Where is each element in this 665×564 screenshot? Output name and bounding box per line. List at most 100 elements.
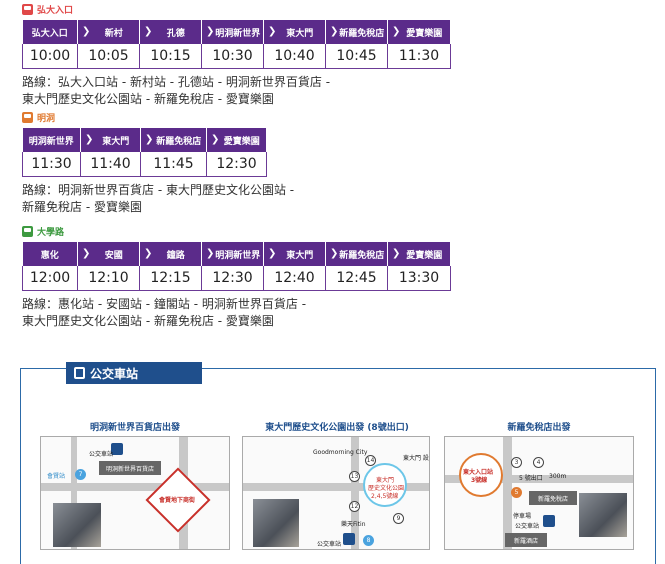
arrow-icon: ❯	[82, 25, 91, 37]
stop-header: 惠化	[22, 242, 78, 266]
stop-header: ❯新羅免稅店	[140, 128, 207, 152]
timetable: 弘大入口 ❯新村 ❯孔德 ❯明洞新世界 ❯東大門 ❯新羅免稅店 ❯愛寶樂園 10…	[22, 20, 451, 69]
time-cell: 12:10	[77, 266, 140, 291]
shilla-label: 新羅免稅店	[529, 491, 577, 505]
map-dongdaemun: Goodmorning City 東大門 設計廣場 14 13 12 9 東大門…	[242, 436, 430, 550]
route-description: 路線：惠化站 - 安國站 - 鐘閣站 - 明洞新世界百貨店 - 東大門歷史文化公…	[22, 296, 307, 328]
exit-label: 5 號出口	[519, 475, 543, 482]
route-daehakro: 大學路 惠化 ❯安國 ❯鐘路 ❯明洞新世界 ❯東大門 ❯新羅免稅店 ❯愛寶樂園 …	[22, 224, 451, 330]
bus-stop-label: 公交車站	[89, 451, 114, 458]
arrow-icon: ❯	[145, 133, 154, 145]
stop-header: 明洞新世界	[22, 128, 81, 152]
timetable: 惠化 ❯安國 ❯鐘路 ❯明洞新世界 ❯東大門 ❯新羅免稅店 ❯愛寶樂園 12:0…	[22, 242, 451, 291]
time-cell: 10:05	[77, 44, 140, 69]
route-name: 弘大入口	[37, 5, 74, 16]
goodmorning-label: Goodmorning City	[313, 449, 368, 456]
stop-header: ❯安國	[77, 242, 140, 266]
exit-12: 12	[349, 501, 360, 512]
arrow-icon: ❯	[144, 25, 153, 37]
timetable: 明洞新世界 ❯東大門 ❯新羅免稅店 ❯愛寶樂園 11:30 11:40 11:4…	[22, 128, 267, 177]
route-hongik: 弘大入口 弘大入口 ❯新村 ❯孔德 ❯明洞新世界 ❯東大門 ❯新羅免稅店 ❯愛寶…	[22, 2, 451, 108]
route-title: 大學路	[22, 224, 451, 238]
bus-stop-tab: 公交車站	[66, 362, 202, 384]
route-title: 弘大入口	[22, 2, 451, 16]
bus-icon	[74, 367, 85, 379]
exit-13: 13	[349, 471, 360, 482]
arrow-icon: ❯	[330, 25, 339, 37]
time-cell: 11:30	[22, 152, 81, 177]
center-marker	[363, 463, 407, 507]
underground-label: 會賢地下商街	[159, 497, 196, 504]
arrow-icon: ❯	[82, 247, 91, 259]
stop-header: ❯孔德	[139, 20, 202, 44]
exit-9: 9	[393, 513, 404, 524]
bus-icon	[22, 111, 33, 123]
time-cell: 10:00	[22, 44, 78, 69]
arrow-icon: ❯	[206, 247, 215, 259]
center-label: 東大門	[376, 477, 395, 484]
arrow-icon: ❯	[392, 25, 401, 37]
stop-header: ❯明洞新世界	[201, 20, 264, 44]
time-cell: 12:45	[325, 266, 388, 291]
stop-header: ❯新羅免稅店	[325, 20, 388, 44]
stop-title: 東大門歷史文化公園出發 (8號出口)	[265, 423, 409, 433]
time-cell: 11:45	[140, 152, 207, 177]
route-name: 大學路	[37, 227, 65, 238]
bus-stop-icon	[543, 515, 555, 527]
stop-header: ❯愛寶樂園	[387, 20, 451, 44]
arrow-icon: ❯	[268, 25, 277, 37]
time-cell: 11:40	[80, 152, 141, 177]
time-cell: 10:30	[201, 44, 264, 69]
station-marker	[459, 453, 503, 497]
stop-header: ❯鐘路	[139, 242, 202, 266]
bus-icon	[22, 3, 33, 15]
route-myeongdong: 明洞 明洞新世界 ❯東大門 ❯新羅免稅店 ❯愛寶樂園 11:30 11:40 1…	[22, 110, 294, 216]
stop-header: ❯東大門	[263, 242, 326, 266]
bus-stop-section	[20, 368, 656, 564]
center-label: 歷史文化公園	[368, 485, 405, 492]
stop-header: ❯新村	[77, 20, 140, 44]
stop-title: 明洞新世界百貨店出發	[89, 423, 180, 433]
stop-header: ❯東大門	[263, 20, 326, 44]
fitin-label: 樂天Fitin	[341, 521, 366, 528]
photo	[579, 493, 627, 537]
bus-stop-icon	[343, 533, 355, 545]
bus-stop-label: 公交車站	[515, 523, 540, 530]
parking-label: 停車場	[513, 513, 532, 520]
hotel-label: 新羅酒店	[505, 533, 547, 547]
time-cell: 12:40	[263, 266, 326, 291]
arrow-icon: ❯	[144, 247, 153, 259]
route-title: 明洞	[22, 110, 294, 124]
time-cell: 11:30	[387, 44, 451, 69]
center-label: 2,4,5號線	[371, 493, 399, 500]
time-cell: 12:15	[139, 266, 202, 291]
time-cell: 10:40	[263, 44, 326, 69]
arrow-icon: ❯	[330, 247, 339, 259]
route-name: 明洞	[37, 113, 56, 124]
station-label: 東大入口站	[463, 469, 494, 476]
time-cell: 13:30	[387, 266, 451, 291]
stop-header: 弘大入口	[22, 20, 78, 44]
map-shilla: 東大入口站 3號線 3 4 5 號出口 300m 5 新羅免稅店 停車場 公交車…	[444, 436, 634, 550]
exit-8: 8	[363, 535, 374, 546]
arrow-icon: ❯	[206, 25, 215, 37]
photo	[53, 503, 101, 547]
route-description: 路線：明洞新世界百貨店 - 東大門歷史文化公園站 - 新羅免稅店 - 愛寶樂園	[22, 182, 295, 214]
exit-4: 4	[533, 457, 544, 468]
dept-label: 東大門 設計廣場	[403, 455, 429, 462]
stop-header: ❯東大門	[80, 128, 141, 152]
arrow-icon: ❯	[268, 247, 277, 259]
station-label: 3號線	[471, 477, 488, 484]
arrow-icon: ❯	[392, 247, 401, 259]
time-cell: 12:30	[201, 266, 264, 291]
arrow-icon: ❯	[85, 133, 94, 145]
station-label: 會賢站	[47, 473, 66, 480]
station-number: 7	[75, 469, 86, 480]
time-cell: 10:45	[325, 44, 388, 69]
time-cell: 12:00	[22, 266, 78, 291]
bus-icon	[22, 225, 33, 237]
stop-header: ❯明洞新世界	[201, 242, 264, 266]
exit-5: 5	[511, 487, 522, 498]
arrow-icon: ❯	[211, 133, 220, 145]
exit-3: 3	[511, 457, 522, 468]
